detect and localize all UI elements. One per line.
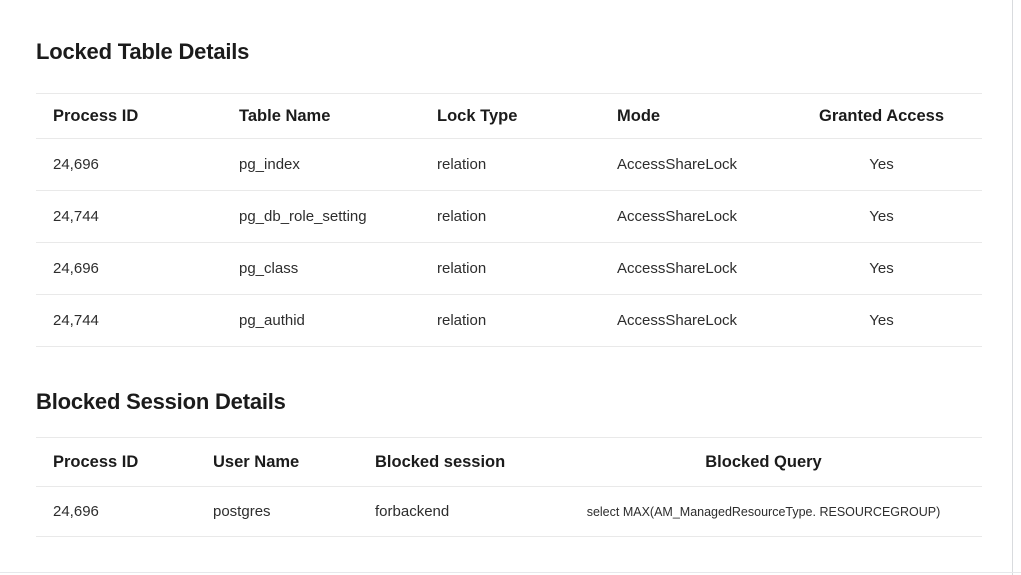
- cell-granted-access: Yes: [869, 260, 894, 277]
- cell-table-name: pg_class: [239, 260, 299, 277]
- cell-blocked-session: forbackend: [375, 503, 450, 520]
- table-row: 24,744 pg_authid relation AccessShareLoc…: [36, 295, 982, 347]
- column-header-lock-type: Lock Type: [437, 106, 518, 125]
- blocked-session-title: Blocked Session Details: [36, 389, 286, 414]
- column-header-blocked-query: Blocked Query: [705, 452, 822, 471]
- column-header-user-name: User Name: [213, 452, 300, 471]
- table-row: 24,744 pg_db_role_setting relation Acces…: [36, 191, 982, 243]
- cell-user-name: postgres: [213, 503, 271, 520]
- cell-table-name: pg_index: [239, 156, 300, 173]
- cell-blocked-query: select MAX(AM_ManagedResourceType. RESOU…: [586, 504, 941, 519]
- locked-table-section: Locked Table Details Process ID Table Na…: [36, 39, 982, 347]
- widget-bottom-border: [0, 572, 1021, 573]
- cell-lock-type: relation: [437, 156, 487, 173]
- blocked-table-header-row: Process ID User Name Blocked session Blo…: [36, 437, 982, 487]
- column-header-mode: Mode: [617, 106, 661, 125]
- cell-mode: AccessShareLock: [617, 260, 738, 277]
- table-row: 24,696 postgres forbackend select MAX(AM…: [36, 487, 982, 537]
- column-header-table-name: Table Name: [239, 106, 331, 125]
- cell-process-id: 24,744: [53, 208, 99, 225]
- locked-table-title: Locked Table Details: [36, 39, 250, 64]
- locked-table: Process ID Table Name Lock Type Mode Gra…: [36, 93, 982, 347]
- widget-right-border: [1012, 0, 1013, 575]
- table-row: 24,696 pg_class relation AccessShareLock…: [36, 243, 982, 295]
- column-header-blocked-session: Blocked session: [375, 452, 506, 471]
- cell-granted-access: Yes: [869, 208, 894, 225]
- cell-mode: AccessShareLock: [617, 156, 738, 173]
- column-header-granted-access: Granted Access: [818, 106, 945, 125]
- cell-lock-type: relation: [437, 260, 487, 277]
- cell-granted-access: Yes: [869, 156, 894, 173]
- cell-table-name: pg_authid: [239, 312, 305, 329]
- locked-table-header-row: Process ID Table Name Lock Type Mode Gra…: [36, 93, 982, 139]
- cell-mode: AccessShareLock: [617, 208, 738, 225]
- cell-lock-type: relation: [437, 208, 487, 225]
- cell-lock-type: relation: [437, 312, 487, 329]
- blocked-session-table: Process ID User Name Blocked session Blo…: [36, 437, 982, 537]
- cell-mode: AccessShareLock: [617, 312, 738, 329]
- cell-table-name: pg_db_role_setting: [239, 208, 367, 225]
- table-row: 24,696 pg_index relation AccessShareLock…: [36, 139, 982, 191]
- column-header-process-id: Process ID: [53, 106, 139, 125]
- cell-process-id: 24,696: [53, 260, 99, 277]
- column-header-process-id: Process ID: [53, 452, 139, 471]
- blocked-session-section: Blocked Session Details Process ID User …: [0, 388, 1021, 537]
- cell-process-id: 24,696: [53, 156, 99, 173]
- cell-granted-access: Yes: [869, 312, 894, 329]
- cell-process-id: 24,744: [53, 312, 99, 329]
- cell-process-id: 24,696: [53, 503, 99, 520]
